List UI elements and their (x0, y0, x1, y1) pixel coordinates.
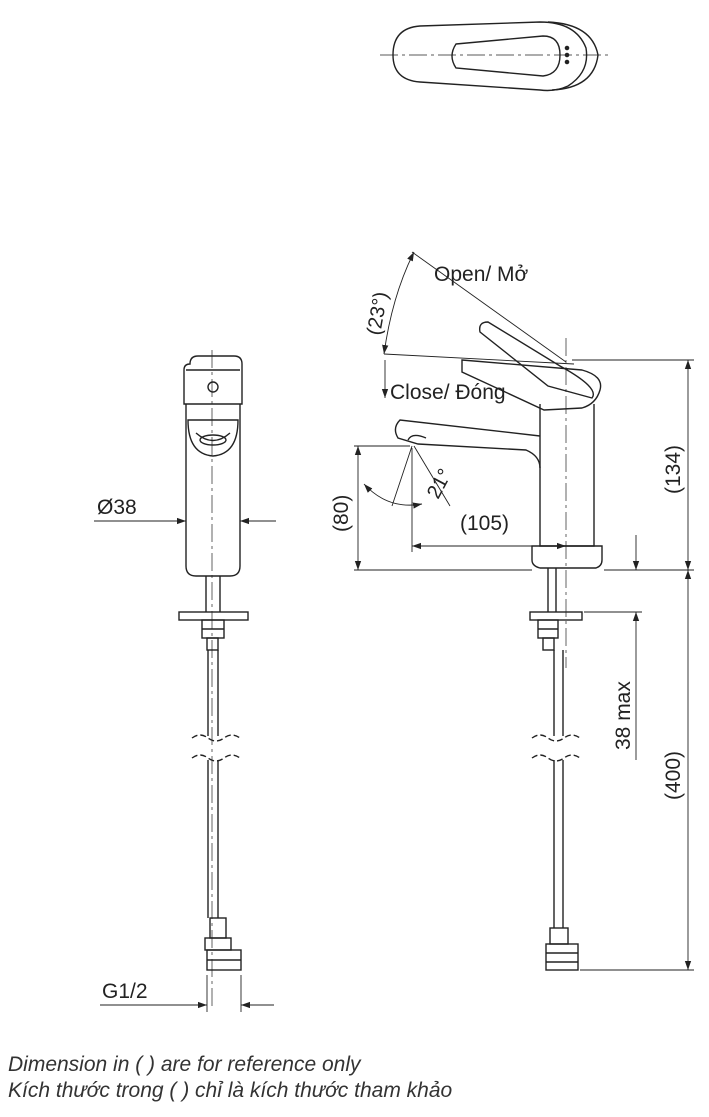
deck-thickness-label: 38 max (612, 681, 635, 750)
dimension-lines (94, 251, 694, 1012)
top-view (380, 21, 612, 92)
open-label: Open/ Mở (434, 263, 529, 286)
note-vietnamese: Kích thước trong ( ) chỉ là kích thước t… (8, 1079, 453, 1102)
side-view (394, 321, 603, 971)
note-english: Dimension in ( ) are for reference only (8, 1053, 361, 1076)
diameter-label: Ø38 (97, 496, 137, 519)
height-spout-label: (80) (330, 495, 353, 532)
front-view (178, 350, 249, 1010)
angle-spout-label: 21° (423, 465, 457, 502)
technical-drawing: Open/ Mở Close/ Đóng (23°) 21° Ø38 (80) … (94, 21, 694, 1012)
reach-label: (105) (460, 512, 509, 535)
hose-length-label: (400) (662, 751, 685, 800)
height-total-label: (134) (662, 445, 685, 494)
close-label: Close/ Đóng (390, 381, 506, 404)
thread-label: G1/2 (102, 980, 148, 1003)
